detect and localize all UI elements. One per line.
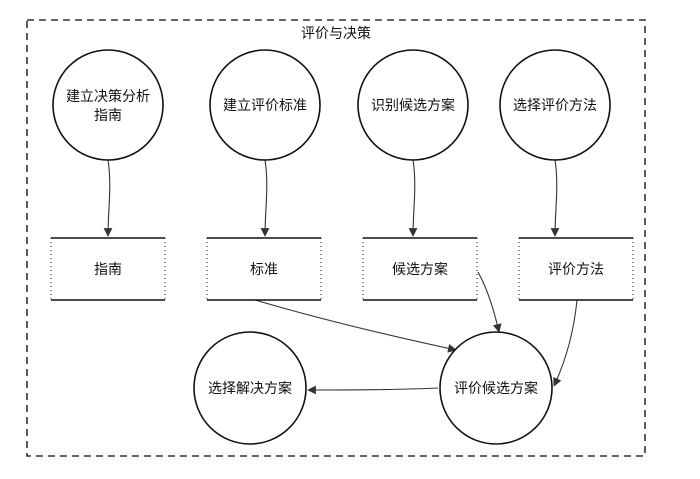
process-label: 识别候选方案 bbox=[371, 97, 455, 114]
store-method: 评价方法 bbox=[518, 237, 634, 301]
store-label: 标准 bbox=[250, 262, 278, 278]
flow-criteria-to-evaluate bbox=[254, 299, 457, 353]
process-label: 建立评价标准 bbox=[223, 98, 307, 114]
store-guide: 指南 bbox=[50, 237, 166, 301]
frame-title: 评价与决策 bbox=[301, 25, 371, 42]
process-build-criteria: 建立评价标准 bbox=[209, 49, 321, 161]
boundary-frame bbox=[26, 19, 646, 457]
flow-identify-to-candidates bbox=[408, 159, 418, 237]
store-criteria: 标准 bbox=[206, 237, 322, 301]
process-build-analysis-guide: 建立决策分析 指南 bbox=[52, 49, 164, 161]
store-label: 评价方法 bbox=[548, 262, 604, 278]
flow-method-choice-to-method bbox=[550, 159, 560, 237]
flow-guide-analysis-to-guide bbox=[103, 159, 113, 237]
process-choose-method: 选择评价方法 bbox=[499, 49, 611, 161]
flow-candidates-to-evaluate bbox=[477, 271, 502, 333]
flow-standards-to-criteria bbox=[260, 159, 270, 237]
flow-evaluate-to-select bbox=[307, 385, 439, 395]
process-evaluate-candidates: 评价候选方案 bbox=[439, 331, 553, 445]
flow-method-to-evaluate bbox=[553, 299, 578, 387]
store-label: 指南 bbox=[94, 262, 122, 278]
store-candidates: 候选方案 bbox=[362, 237, 478, 301]
process-label: 建立决策分析 bbox=[66, 88, 150, 105]
process-label: 选择评价方法 bbox=[513, 98, 597, 114]
process-label: 评价候选方案 bbox=[454, 380, 538, 397]
store-label: 候选方案 bbox=[392, 261, 448, 278]
process-label: 选择解决方案 bbox=[208, 380, 292, 397]
process-select-solution: 选择解决方案 bbox=[193, 331, 307, 445]
process-label: 指南 bbox=[94, 108, 122, 124]
process-identify-candidates: 识别候选方案 bbox=[357, 49, 469, 161]
